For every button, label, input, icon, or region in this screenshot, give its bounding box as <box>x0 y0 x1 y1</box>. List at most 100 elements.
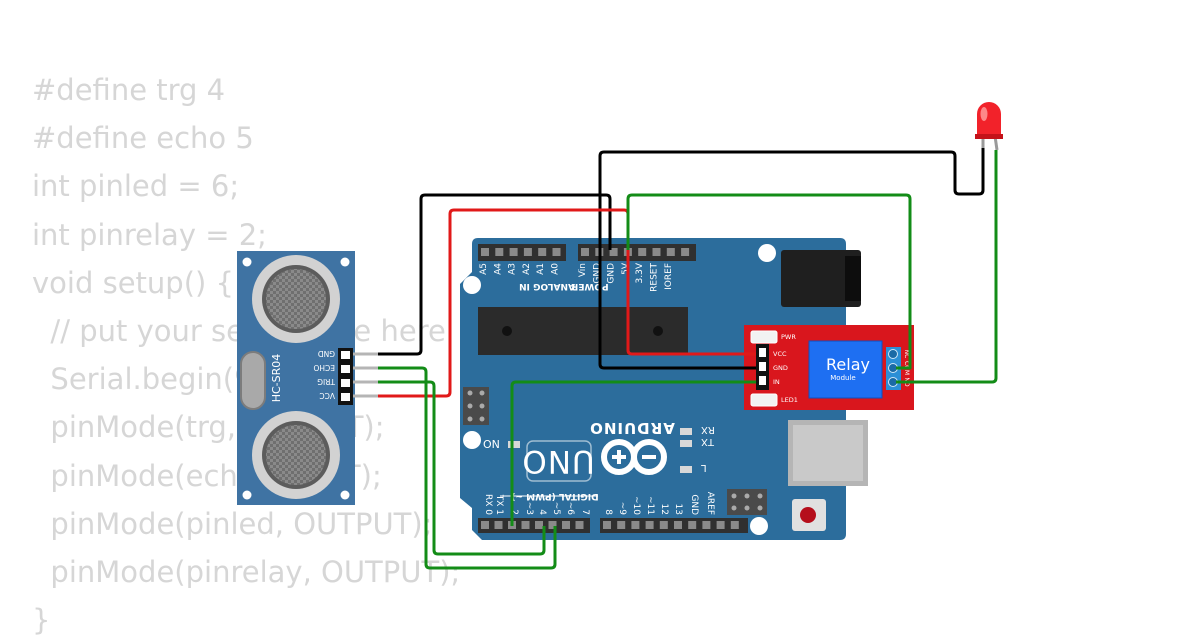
icsp-pin <box>731 493 737 499</box>
code-line-1: #define trg 4 <box>32 73 226 107</box>
header-hole[interactable] <box>617 521 626 529</box>
relay-pin-gnd-label: GND <box>773 364 788 372</box>
header-hole[interactable] <box>552 248 561 256</box>
header-hole[interactable] <box>481 248 489 256</box>
wire-relay-com[interactable] <box>626 193 912 370</box>
header-hole[interactable] <box>688 521 697 529</box>
power-jack <box>781 250 861 307</box>
arduino-infinity-logo-icon <box>601 439 667 475</box>
relay-component <box>808 340 883 399</box>
relay-pin-slot <box>759 376 766 385</box>
header-hole[interactable] <box>674 521 682 529</box>
relay-led1 <box>750 393 778 407</box>
arduino-brand-label: ARDUINO <box>589 419 675 437</box>
header-hole[interactable] <box>548 521 557 529</box>
sensor-model-label: HC-SR04 <box>270 354 283 403</box>
analog-pin-label: A1 <box>536 263 546 275</box>
digital-pin-label: AREF <box>705 492 715 515</box>
wire-led-gnd[interactable] <box>598 148 985 370</box>
icsp-header-2[interactable] <box>727 489 767 515</box>
power-pin-label: GND <box>592 263 602 284</box>
wire-sensor-gnd[interactable] <box>378 193 612 356</box>
header-hole[interactable] <box>494 521 503 529</box>
header-hole[interactable] <box>730 521 739 529</box>
usb-port-inner <box>793 425 863 481</box>
relay-pin-slot <box>759 362 766 371</box>
relay-title: Relay <box>826 355 870 374</box>
header-hole[interactable] <box>638 248 647 256</box>
icsp-pin <box>731 505 737 511</box>
header-hole[interactable] <box>538 248 547 256</box>
power-pin-label: Vin <box>578 263 588 277</box>
relay-module[interactable]: PWR LED1 VCC GND IN Relay Module NC COM … <box>744 325 914 410</box>
digital-pin-label: ~11 <box>645 496 655 515</box>
header-hole[interactable] <box>575 521 584 529</box>
chip-notch <box>653 326 663 336</box>
led-rim <box>975 134 1003 139</box>
reset-button-cap[interactable] <box>800 507 816 523</box>
red-led[interactable] <box>975 102 1003 151</box>
header-hole[interactable] <box>609 248 618 256</box>
header-hole[interactable] <box>681 248 690 256</box>
digital-pin-label: 8 <box>603 509 613 515</box>
header-hole[interactable] <box>652 248 661 256</box>
analog-pin-label: A4 <box>493 263 503 275</box>
digital-pin-label: 13 <box>673 504 683 515</box>
header-hole[interactable] <box>481 521 489 529</box>
wires <box>378 148 998 570</box>
header-hole[interactable] <box>509 248 518 256</box>
analog-pin-label: A3 <box>508 263 518 275</box>
icsp-pin <box>467 390 473 396</box>
transducer-bottom <box>252 411 340 499</box>
led-highlight <box>980 107 988 121</box>
code-line-12: } <box>32 603 51 638</box>
digital-pin-label: 12 <box>659 504 669 515</box>
mounting-hole <box>463 431 481 449</box>
digital-pin-label: RX 0 <box>483 494 493 515</box>
power-pin-label: 3.3V <box>635 262 645 283</box>
sensor-mounting-hole <box>340 257 350 267</box>
power-header[interactable] <box>578 244 696 261</box>
header-hole[interactable] <box>666 248 675 256</box>
header-hole[interactable] <box>523 248 532 256</box>
sensor-pin-header[interactable] <box>338 348 353 405</box>
header-hole[interactable] <box>562 521 570 529</box>
header-hole[interactable] <box>659 521 668 529</box>
wire-sensor-trig[interactable] <box>378 380 546 556</box>
mounting-hole <box>750 517 768 535</box>
digital-pin-label: ~10 <box>631 496 641 515</box>
header-hole[interactable] <box>702 521 711 529</box>
sensor-pin-trig-label: TRIG <box>317 377 336 386</box>
wire-relay-vcc[interactable] <box>626 250 756 356</box>
led-body <box>977 102 1001 138</box>
sensor-pin-echo-label: ECHO <box>313 363 335 372</box>
wire-sensor-echo[interactable] <box>378 366 557 570</box>
relay-pwr-led <box>750 330 778 344</box>
sensor-pin-legs <box>353 352 378 398</box>
wire-relay-no-led[interactable] <box>896 150 998 384</box>
header-hole[interactable] <box>603 521 611 529</box>
header-hole[interactable] <box>535 521 543 529</box>
header-hole[interactable] <box>495 248 504 256</box>
bottom-header-holes <box>481 521 739 529</box>
header-hole[interactable] <box>716 521 725 529</box>
sensor-pin-slots <box>341 351 350 401</box>
l-led <box>680 466 692 473</box>
code-line-3: int pinled = 6; <box>32 169 240 204</box>
digital-pin-label: TX 1 <box>494 494 504 515</box>
ultrasonic-sensor-hc-sr04[interactable]: HC-SR04 GND ECHO TRIG VCC <box>237 251 378 505</box>
wire-relay-in[interactable] <box>510 380 756 526</box>
header-hole[interactable] <box>631 521 640 529</box>
header-hole[interactable] <box>521 521 530 529</box>
analog-header-label: ANALOG IN <box>519 281 575 291</box>
sensor-mounting-hole <box>242 257 252 267</box>
header-hole[interactable] <box>645 521 654 529</box>
on-led <box>508 441 520 448</box>
header-hole[interactable] <box>581 248 589 256</box>
icsp-pin <box>757 493 763 499</box>
digital-pin-label: ~3 <box>524 502 534 515</box>
icsp-header[interactable] <box>463 387 489 425</box>
